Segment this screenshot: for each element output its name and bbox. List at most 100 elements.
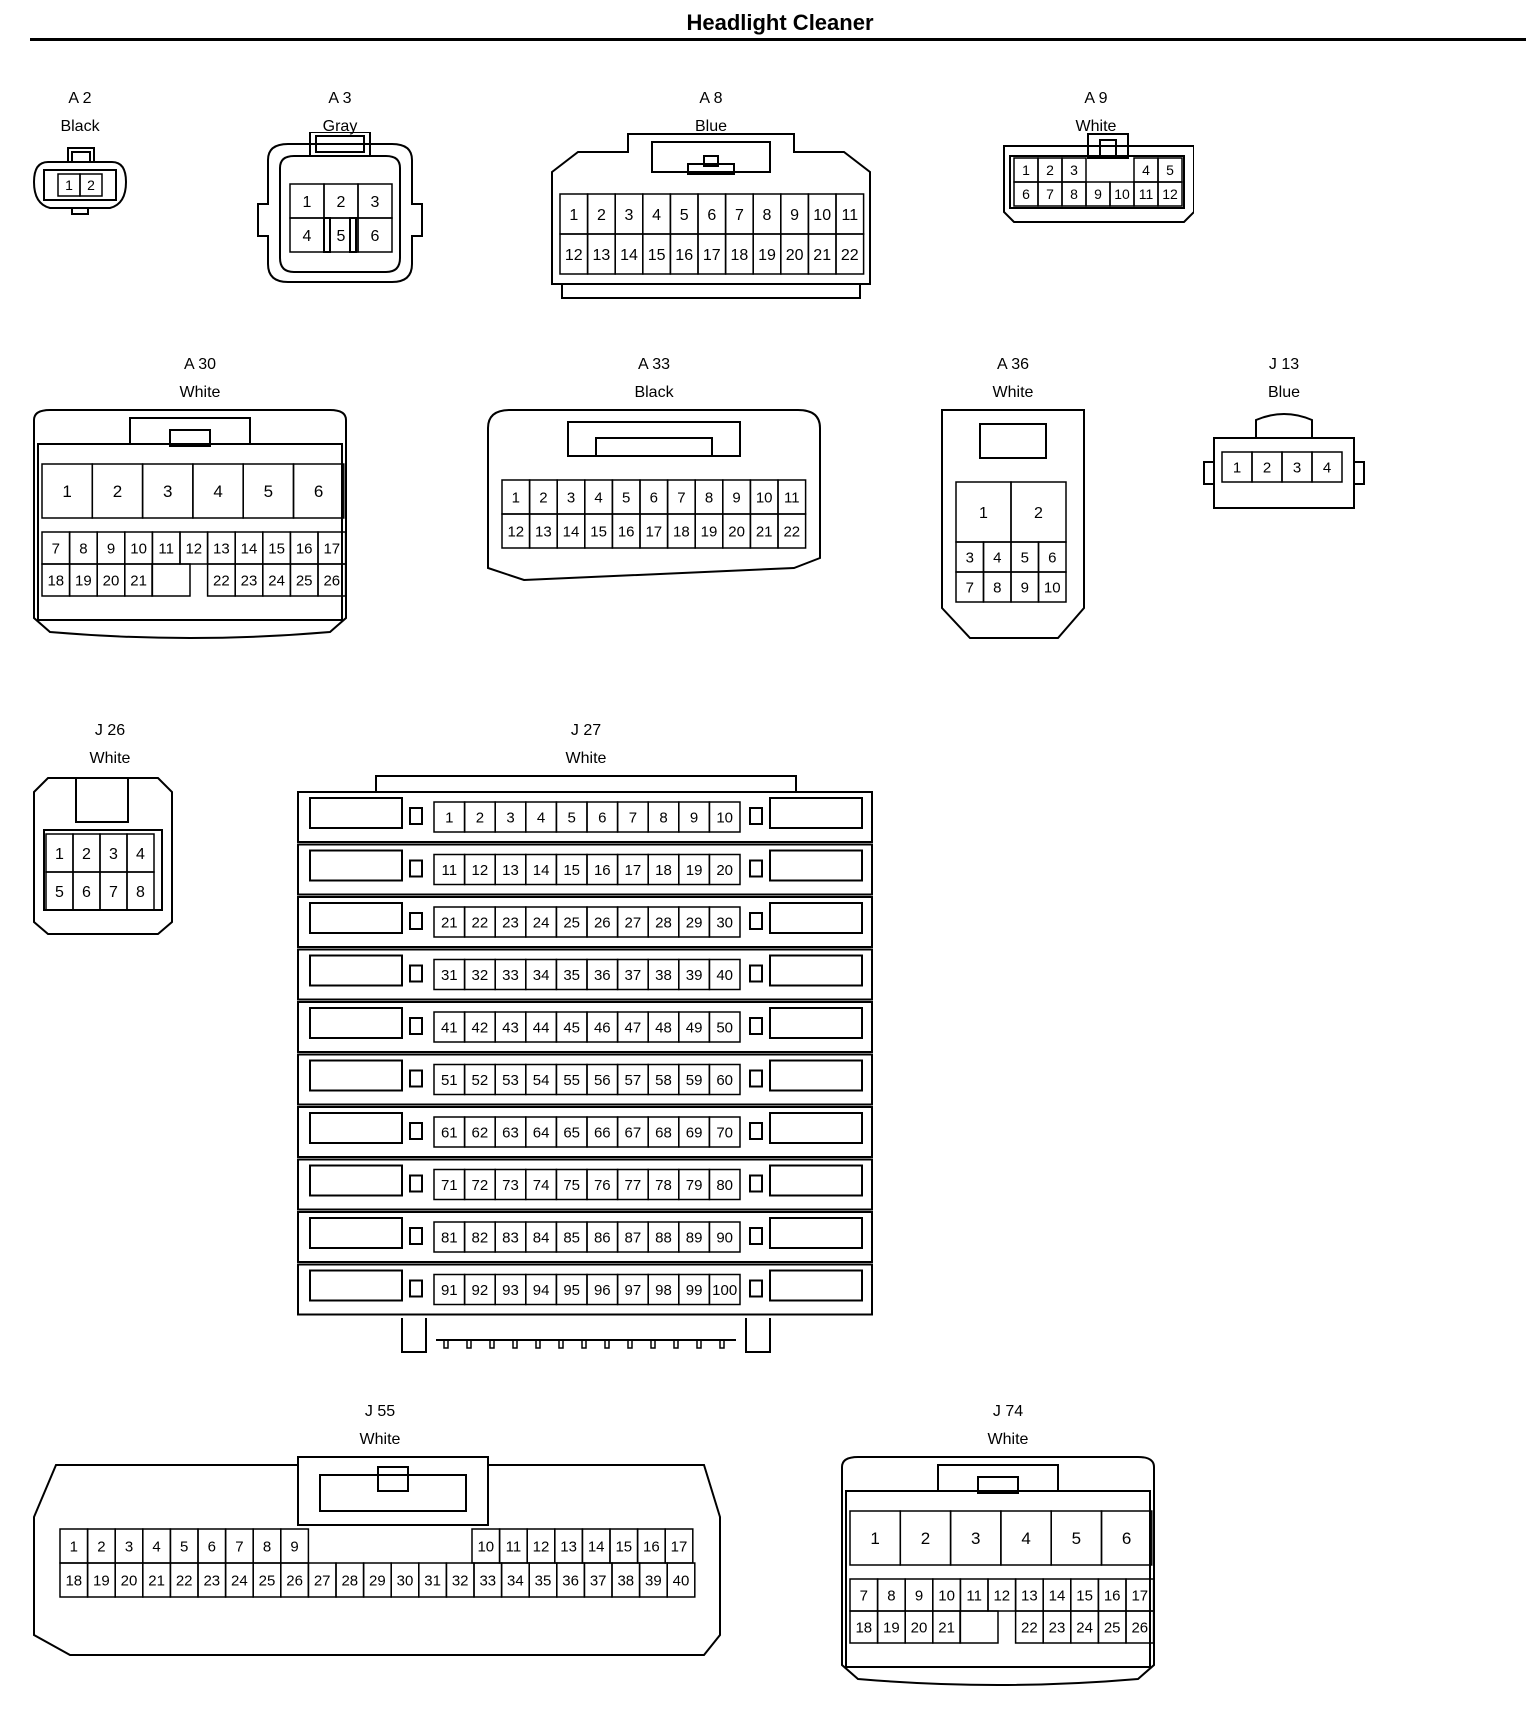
latch-tab (377, 1466, 409, 1492)
inner-housing (1009, 155, 1185, 209)
pin-number: 23 (241, 572, 258, 589)
pin-number: 8 (263, 1538, 271, 1555)
pin-number: 78 (655, 1177, 672, 1194)
pin-number: 10 (716, 809, 733, 826)
row-lock (749, 1227, 763, 1245)
pin-number: 12 (1162, 186, 1178, 202)
latch (687, 163, 735, 175)
pin-number: 20 (716, 862, 733, 879)
pin-number: 2 (1046, 162, 1054, 178)
connector-color-label: White (987, 1431, 1029, 1448)
pin-number: 19 (93, 1572, 110, 1589)
pin-number: 2 (337, 194, 346, 211)
pin-number: 12 (507, 523, 524, 540)
housing-row (297, 1001, 873, 1053)
row-slot (769, 1007, 863, 1039)
pin-number: 92 (472, 1282, 489, 1299)
pin-number: 13 (560, 1538, 577, 1555)
pin-number: 21 (756, 523, 773, 540)
pin-number: 1 (62, 482, 71, 501)
pin-number: 57 (625, 1072, 642, 1089)
pin-number: 10 (1114, 186, 1130, 202)
connector-color-label: White (89, 750, 131, 767)
connector-id-label: J 26 (94, 722, 126, 739)
pin-number: 9 (790, 207, 799, 224)
pin-number: 12 (565, 247, 583, 264)
pin-number: 16 (1104, 1587, 1121, 1604)
pin-number: 26 (286, 1572, 303, 1589)
pin-cell (317, 563, 347, 597)
comb-tooth (558, 1339, 564, 1349)
pin-number: 12 (472, 862, 489, 879)
pin-cell (1125, 1610, 1155, 1644)
connector-id-label: J 55 (364, 1403, 396, 1420)
foot (745, 1318, 771, 1353)
pin-number: 76 (594, 1177, 611, 1194)
pin-cell (777, 513, 807, 549)
pin-number: 82 (472, 1229, 489, 1246)
pin-number: 2 (921, 1529, 930, 1548)
pin-cell (126, 871, 155, 911)
pin-number: 22 (213, 572, 230, 589)
row-slot (309, 1007, 403, 1039)
pin-number: 5 (568, 809, 576, 826)
pin-number: 9 (690, 809, 698, 826)
pin-cell (708, 1168, 741, 1201)
pin-number: 77 (625, 1177, 642, 1194)
latch (129, 417, 251, 445)
housing-row (297, 1053, 873, 1106)
pin-number: 5 (680, 207, 689, 224)
pin-number: 1 (1022, 162, 1030, 178)
pin-number: 6 (371, 228, 380, 245)
pin-number: 15 (268, 540, 285, 557)
pin-number: 22 (1021, 1619, 1038, 1636)
pin-number: 23 (203, 1572, 220, 1589)
pin-number: 23 (1049, 1619, 1066, 1636)
pin-number: 19 (75, 572, 92, 589)
pin-number: 1 (512, 489, 520, 506)
pin-number: 4 (303, 228, 312, 245)
comb-tooth (650, 1339, 656, 1349)
pin-number: 39 (686, 967, 703, 984)
row-slot (309, 902, 403, 934)
pin-number: 11 (158, 540, 174, 557)
pin-number: 91 (441, 1282, 458, 1299)
pin-number: 2 (87, 177, 95, 193)
pin-number: 21 (441, 914, 458, 931)
pin-number: 37 (590, 1572, 607, 1589)
housing-outline (67, 147, 95, 163)
pin-number: 3 (567, 489, 575, 506)
pin-cell (708, 1011, 741, 1043)
pin-number: 1 (1233, 459, 1241, 476)
pin-number: 15 (590, 523, 607, 540)
pin-number: 2 (539, 489, 547, 506)
pin-number: 37 (625, 967, 642, 984)
pin-number: 7 (735, 207, 744, 224)
row-slot (769, 1164, 863, 1197)
pin-number: 10 (1044, 579, 1061, 596)
pin-cell (1037, 571, 1067, 603)
row-slot (309, 1269, 403, 1302)
connector-id-label: A 3 (328, 90, 352, 107)
pin-number: 4 (652, 207, 661, 224)
pin-number: 60 (716, 1072, 733, 1089)
pin-number: 42 (472, 1019, 489, 1036)
pin-number: 5 (622, 489, 630, 506)
connector-color-label: White (1075, 118, 1117, 135)
pin-number: 17 (1131, 1587, 1148, 1604)
latch-tab (1099, 139, 1117, 159)
pin-number: 24 (533, 914, 550, 931)
side-tab (1353, 461, 1365, 485)
pin-number: 1 (65, 177, 73, 193)
pin-number: 28 (655, 914, 672, 931)
pin-number: 85 (563, 1229, 580, 1246)
pin-number: 35 (535, 1572, 552, 1589)
pin-cell (708, 853, 741, 886)
latch (937, 1464, 1059, 1492)
pin-number: 34 (533, 967, 550, 984)
pin-number: 2 (113, 482, 122, 501)
comb-tooth (696, 1339, 702, 1349)
housing-outline (32, 161, 128, 209)
